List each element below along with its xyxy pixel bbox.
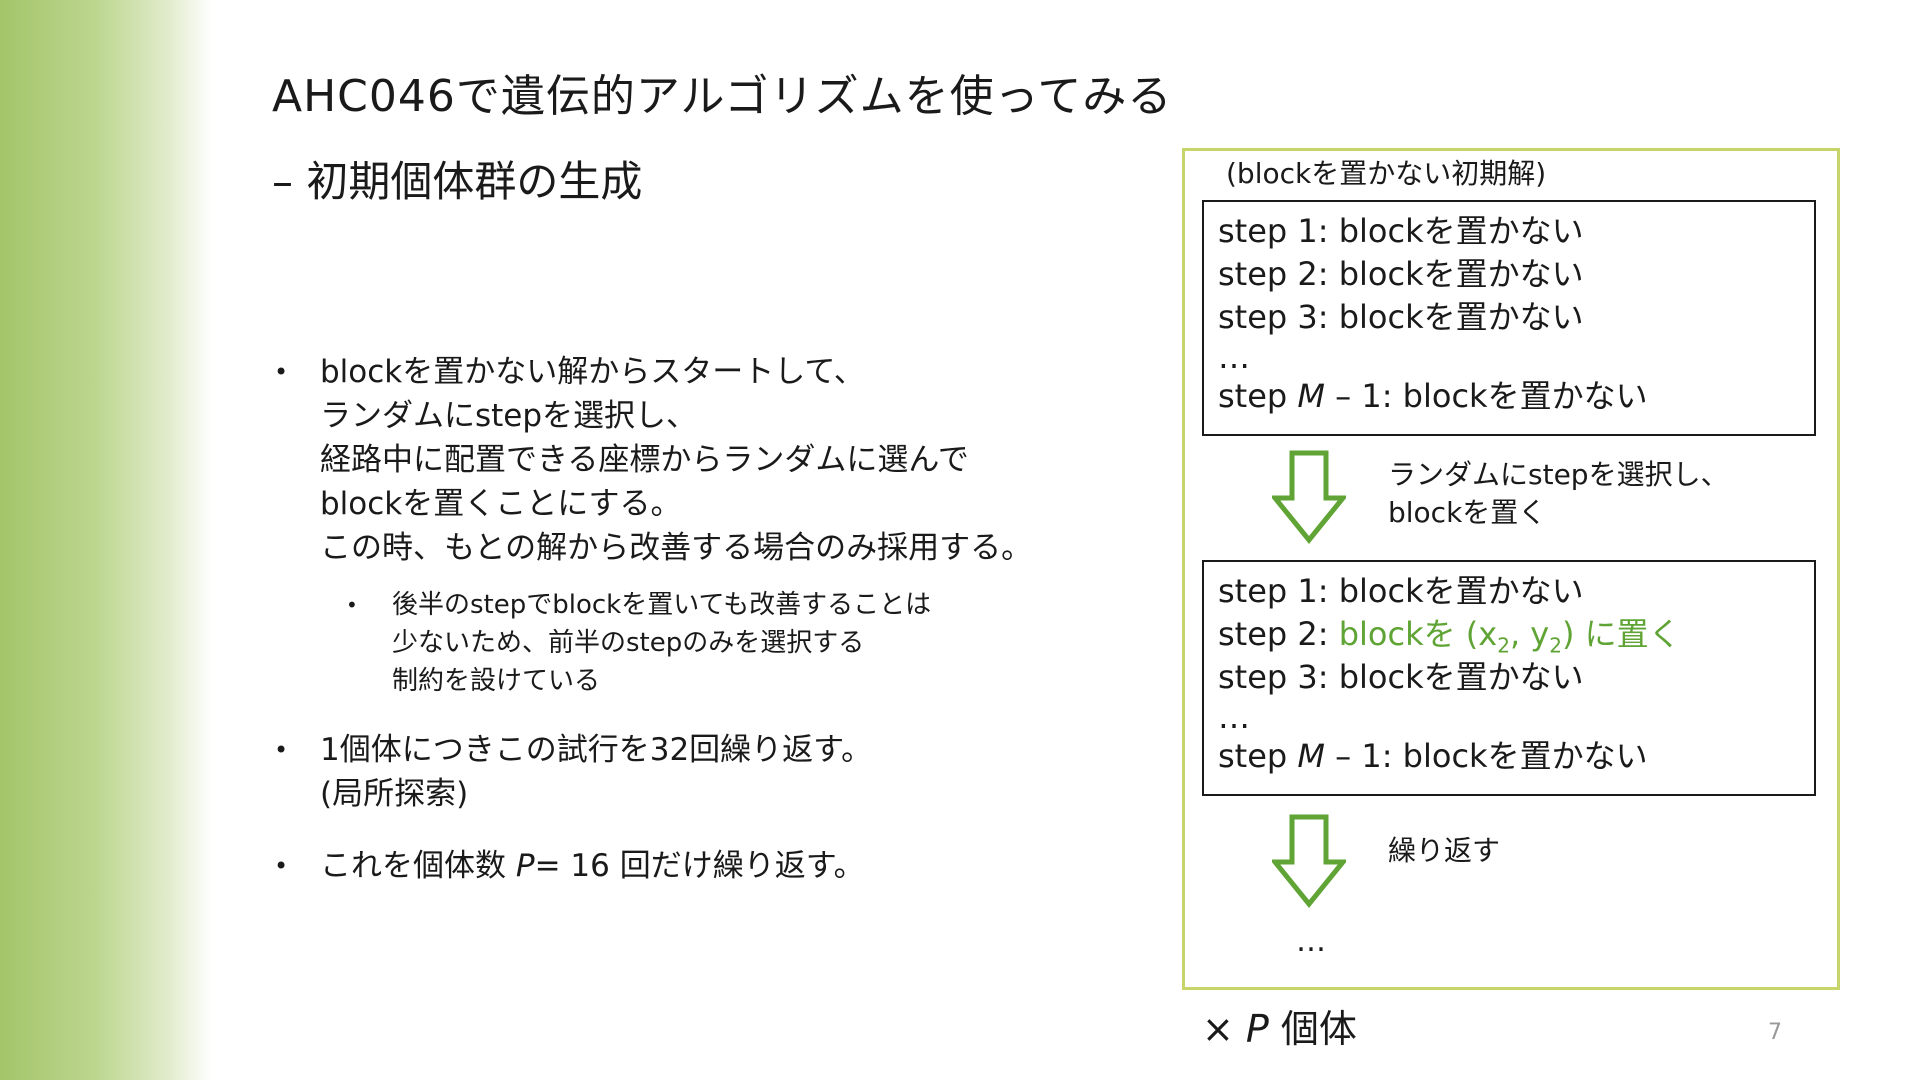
ellipsis: … <box>1218 698 1250 736</box>
subscript: 2 <box>1497 633 1510 658</box>
diagram-caption: (blockを置かない初期解) <box>1226 157 1547 190</box>
step-row: step 3: blockを置かない <box>1218 298 1584 336</box>
arrow-label-line: ランダムにstepを選択し、 <box>1388 458 1729 491</box>
highlight-part: blockを (x <box>1338 615 1498 653</box>
step-row-highlight: step 2: blockを (x2, y2) に置く <box>1218 613 1800 657</box>
sub-bullet-line: 後半のstepでblockを置いても改善することは <box>392 590 932 620</box>
variable-p: P <box>515 848 535 884</box>
down-arrow-icon <box>1272 450 1346 544</box>
sub-bullet-line: 制約を設けている <box>392 666 601 696</box>
step-text: – 1: blockを置かない <box>1325 377 1648 415</box>
slide-subtitle: – 初期個体群の生成 <box>272 157 643 206</box>
bullet-line: これを個体数 P= 16 回だけ繰り返す。 <box>320 844 1152 888</box>
step-row: step 1: blockを置かない <box>1218 572 1584 610</box>
population-label: × P 個体 <box>1202 998 1357 1053</box>
bullet-dot: • <box>346 593 358 617</box>
diagram-frame <box>1182 148 1840 990</box>
step-text: step 2: <box>1218 615 1339 653</box>
bullet-line: blockを置くことにする。 <box>320 486 682 522</box>
step-row: step 3: blockを置かない <box>1218 658 1584 696</box>
bullet-item: • blockを置かない解からスタートして、 ランダムにstepを選択し、 経路… <box>272 350 1152 570</box>
bullet-dot: • <box>274 852 289 880</box>
bullet-dot: • <box>274 736 289 764</box>
subscript: 2 <box>1549 633 1562 658</box>
bullet-line: (局所探索) <box>320 776 469 812</box>
bullet-text: = 16 回だけ繰り返す。 <box>534 848 865 884</box>
page-number: 7 <box>1768 1020 1782 1045</box>
times-text: × <box>1202 1007 1246 1051</box>
sub-bullet-item: • 後半のstepでblockを置いても改善することは 少ないため、前半のste… <box>272 586 1152 700</box>
step-text: – 1: blockを置かない <box>1325 737 1648 775</box>
arrow-label: 繰り返す <box>1388 834 1501 867</box>
down-arrow-icon <box>1272 814 1346 908</box>
step-text: step <box>1218 737 1298 775</box>
ellipsis: … <box>1218 338 1250 376</box>
bullet-line: blockを置かない解からスタートして、 <box>320 354 865 390</box>
bullet-line: 1個体につきこの試行を32回繰り返す。 <box>320 732 873 768</box>
arrow-label: ランダムにstepを選択し、 blockを置く <box>1388 456 1729 532</box>
variable-m: M <box>1297 377 1325 415</box>
highlight-part: ) に置く <box>1561 615 1681 653</box>
times-text: 個体 <box>1268 1007 1357 1051</box>
bullet-item: • これを個体数 P= 16 回だけ繰り返す。 <box>272 844 1152 888</box>
sidebar-gradient <box>0 0 212 1080</box>
ellipsis: … <box>1296 924 1326 959</box>
variable-p: P <box>1245 1007 1269 1051</box>
step-row-last: step M – 1: blockを置かない <box>1218 375 1800 418</box>
variable-m: M <box>1297 737 1325 775</box>
highlight-part: , y <box>1509 615 1550 653</box>
highlight-text: blockを (x2, y2) に置く <box>1338 615 1681 657</box>
bullet-item: • 1個体につきこの試行を32回繰り返す。 (局所探索) <box>272 728 1152 816</box>
modified-solution-box: step 1: blockを置かない step 2: blockを (x2, y… <box>1202 560 1816 796</box>
step-text: step <box>1218 377 1298 415</box>
bullet-line: ランダムにstepを選択し、 <box>320 398 698 434</box>
arrow-label-line: blockを置く <box>1388 496 1547 529</box>
bullet-line: この時、もとの解から改善する場合のみ採用する。 <box>320 530 1033 566</box>
sub-bullet-line: 少ないため、前半のstepのみを選択する <box>392 628 865 658</box>
bullet-dot: • <box>274 358 289 386</box>
bullet-line: 経路中に配置できる座標からランダムに選んで <box>320 442 969 478</box>
bullet-text: これを個体数 <box>320 848 516 884</box>
initial-solution-box: step 1: blockを置かない step 2: blockを置かない st… <box>1202 200 1816 436</box>
step-row-last: step M – 1: blockを置かない <box>1218 735 1800 778</box>
step-row: step 1: blockを置かない <box>1218 212 1584 250</box>
step-row: step 2: blockを置かない <box>1218 255 1584 293</box>
slide-title: AHC046で遺伝的アルゴリズムを使ってみる <box>272 71 1173 122</box>
bullet-list: • blockを置かない解からスタートして、 ランダムにstepを選択し、 経路… <box>272 350 1152 888</box>
